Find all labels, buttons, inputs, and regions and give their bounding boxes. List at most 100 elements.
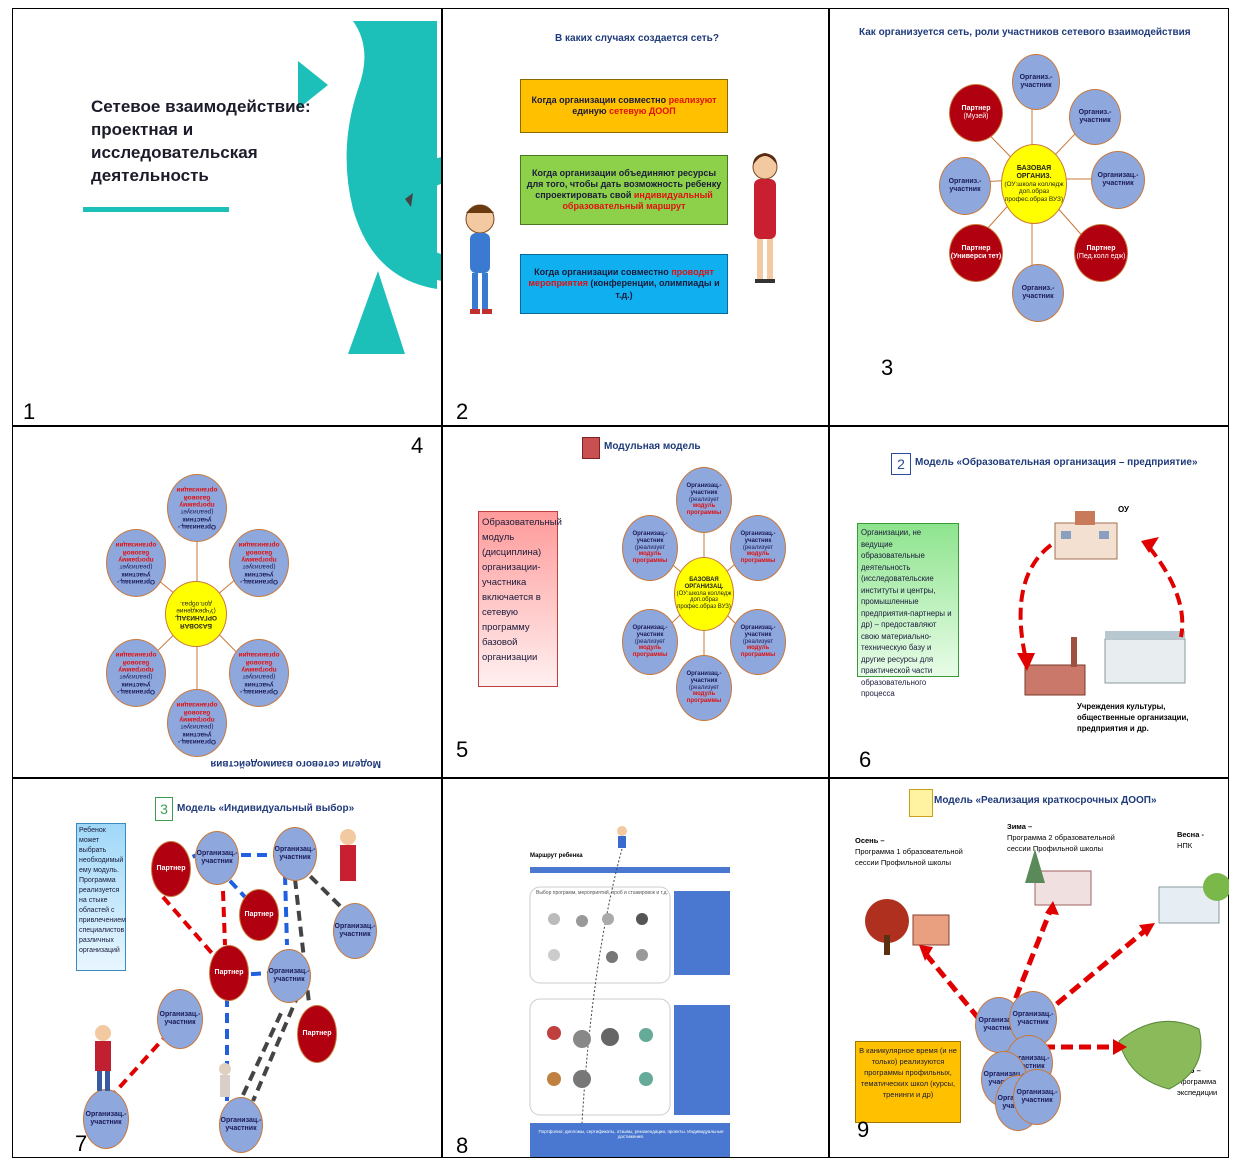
slide-7-title: Модель «Индивидуальный выбор»: [177, 803, 355, 814]
grid-divider: [828, 9, 830, 1157]
participant-node: Организац.-участник: [219, 1097, 263, 1153]
school-label: ОУ: [1118, 505, 1129, 514]
grid-divider: [13, 425, 1228, 427]
slide-4: Модели сетевого взаимодействия Организац…: [13, 427, 441, 777]
slides-grid: Сетевое взаимодействие: проектная и иссл…: [12, 8, 1229, 1158]
route-diagram: [529, 826, 730, 1157]
slide-number: 5: [456, 737, 469, 762]
slide-5: Модульная модель Образовательный модуль …: [442, 427, 828, 777]
slide-8-title: Маршрут ребенка: [530, 853, 583, 859]
title-line: исследовательская: [91, 143, 258, 162]
enterprise-description-box: Организации, не ведущие образовательные …: [857, 523, 959, 698]
partner-node-college: Партнер(Пед.колл едж): [1074, 224, 1128, 282]
slide-5-title: Модульная модель: [604, 441, 701, 452]
spring-label: Весна -НПК: [1177, 830, 1204, 850]
woman-figure: [340, 829, 356, 881]
participant-node: Организ.-участник: [1069, 89, 1121, 145]
slide-number: 2: [456, 399, 469, 424]
slide-1-title: Сетевое взаимодействие: проектная и иссл…: [91, 95, 311, 187]
holiday-programs-box: В каникулярное время (и не только) реали…: [855, 1041, 961, 1123]
title-line: деятельность: [91, 166, 209, 185]
model-lines: [135, 502, 257, 717]
slide-8: Маршрут ребенка Выбор программ, мероприя…: [442, 779, 828, 1159]
base-organization-node: БАЗОВАЯ ОРГАНИЗАЦ.(ОУ:школа колледж доп.…: [674, 557, 734, 631]
slide-6: 2 Модель «Образовательная организация – …: [829, 427, 1229, 777]
slide-4-rotated-content: Модели сетевого взаимодействия Организац…: [13, 427, 441, 777]
slide-3-title: Как организуется сеть, роли участников с…: [859, 27, 1191, 38]
slide-number: 4: [411, 433, 424, 458]
module-description-box: Образовательный модуль (дисциплина) орга…: [478, 511, 562, 687]
case-box-joint-program: Когда организации совместно реализуют ед…: [520, 79, 728, 133]
spring-building: [1158, 873, 1229, 924]
participant-node: Организ.-участник: [939, 157, 991, 215]
route-choice-label: Выбор программ, мероприятий, проб и стаж…: [536, 890, 668, 896]
participant-node: Организац.- участник: [1091, 151, 1145, 209]
base-organization-node: БАЗОВАЯ ОРГАНИЗ.(ОУ:школа колледж доп.об…: [1001, 144, 1067, 224]
factory-building: [1024, 637, 1086, 696]
boy-figure: [465, 204, 495, 314]
participant-node: Организ.-участник: [1012, 54, 1060, 110]
participant-node: Организац.-участник: [333, 903, 377, 959]
slide-9-title: Модель «Реализация краткосрочных ДООП»: [934, 795, 1157, 806]
base-organization-node: БАЗОВАЯ ОРГАНИЗАЦ.(Учреждение доп.образ.: [165, 581, 227, 647]
participant-node: Организац.-участник: [157, 989, 203, 1049]
case-box-individual-route: Когда организации объединяют ресурсы для…: [520, 155, 728, 225]
slide-number: 1: [23, 399, 36, 424]
winter-building: [1025, 849, 1092, 906]
model-number-icon: 2: [891, 453, 911, 475]
slide-7: 3 Модель «Индивидуальный выбор» Ребенок …: [13, 779, 441, 1159]
partner-node: Партнер: [297, 1005, 337, 1063]
summer-landscape: [1118, 1020, 1202, 1090]
abacus-icon: [909, 789, 933, 817]
figures: [95, 829, 356, 1097]
participant-node: Организац.-участник: [267, 949, 311, 1003]
book-icon: [582, 437, 600, 459]
partner-node-university: Партнер (Универси тет): [949, 224, 1003, 282]
slide-2: В каких случаях создается сеть? Когда ор…: [442, 9, 828, 425]
slide-number: 8: [456, 1133, 469, 1158]
school-building: [1054, 511, 1118, 560]
cartoon-figures: [465, 153, 778, 314]
partner-node: Партнер: [151, 841, 191, 897]
boy-figure: [95, 1025, 111, 1091]
partner-node: Партнер: [239, 889, 279, 941]
autumn-label: Осень –Программа 1 образовательной сесси…: [855, 836, 963, 867]
title-line: проектная и: [91, 120, 194, 139]
model-lines: [651, 497, 755, 692]
partner-node: Партнер: [209, 945, 249, 1001]
model-number-icon: 3: [155, 797, 173, 821]
slide-3: Как организуется сеть, роли участников с…: [829, 9, 1229, 425]
participant-node: Организац.-участник: [273, 827, 317, 881]
slide-number: 9: [857, 1117, 870, 1142]
partner-node-museum: Партнер(Музей): [949, 84, 1003, 142]
case-box-events: Когда организации совместно проводят мер…: [520, 254, 728, 314]
slide-1: Сетевое взаимодействие: проектная и иссл…: [13, 9, 441, 425]
cycle-diagram: [1017, 511, 1186, 696]
slide-number: 3: [881, 355, 894, 380]
institutions-label: Учреждения культуры, общественные органи…: [1077, 702, 1189, 733]
slide-4-title: Модели сетевого взаимодействия: [210, 758, 381, 769]
slide-1-decor: [83, 21, 441, 354]
culture-building: [1104, 631, 1186, 684]
autumn-tree: [865, 899, 950, 955]
participant-node: Организац.-участник: [83, 1089, 129, 1149]
child-figure: [219, 1063, 231, 1097]
participant-node: Организац.-участник: [195, 831, 239, 885]
slide-number: 6: [859, 747, 872, 772]
portfolio-label: Портфолио: дипломы, сертификаты, отзывы,…: [538, 1129, 724, 1139]
slide-6-title: Модель «Образовательная организация – пр…: [915, 457, 1198, 468]
slide-9: Модель «Реализация краткосрочных ДООП» О…: [829, 779, 1229, 1159]
participant-node: Организ.-участник: [1012, 264, 1064, 322]
